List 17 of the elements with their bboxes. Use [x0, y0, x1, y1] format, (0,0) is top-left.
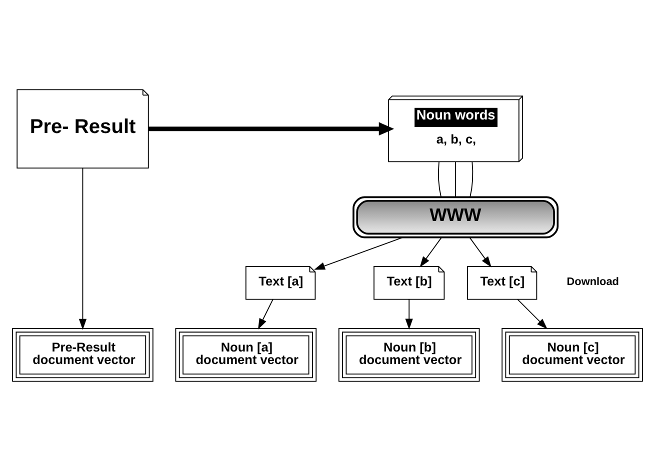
node-box: Pre-Result document vector: [12, 328, 154, 382]
arrow: [148, 122, 394, 136]
node-box: WWW: [352, 196, 559, 238]
node-box: Noun [c] document vector: [502, 328, 643, 382]
arrow: [469, 236, 492, 268]
connector: [438, 161, 442, 198]
arrow: [420, 236, 442, 268]
label: Download: [566, 276, 619, 288]
connector: [455, 161, 456, 198]
arrow: [314, 236, 404, 270]
node-box: Noun [b] document vector: [338, 328, 480, 382]
arrow: [78, 168, 87, 330]
arrow: [517, 298, 548, 330]
node-box: Noun [a] document vector: [175, 328, 317, 382]
connector: [470, 161, 474, 198]
arrow: [258, 298, 274, 330]
arrow: [405, 298, 413, 330]
